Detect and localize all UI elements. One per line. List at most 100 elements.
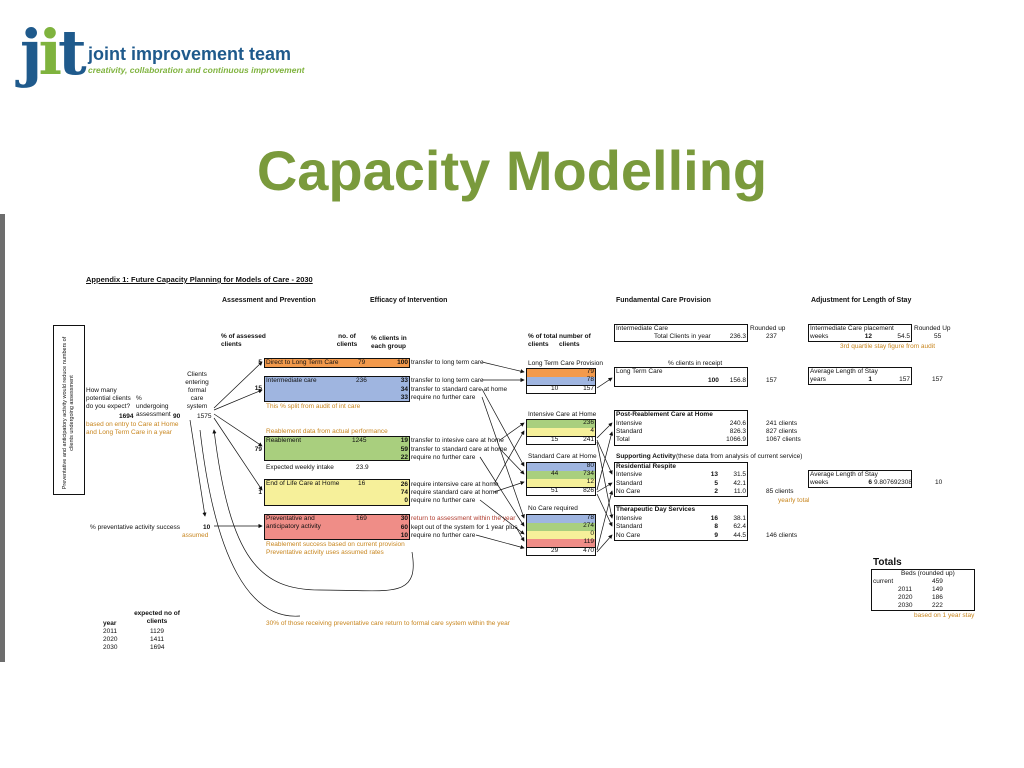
g3-r2-text: require no further care [411,497,476,504]
g3-r1-text: require standard care at home [411,489,499,496]
proj-row-1-val: 1411 [150,636,164,643]
g4-r2-pct: 10 [400,532,408,539]
avg-years: 1 [868,376,872,383]
g1-box [264,376,410,402]
g2-box [264,436,410,461]
prc-title: Post-Reablement Care at Home [616,411,713,418]
rr-row-0-n: 13 [710,471,718,478]
scah-cell-yellow [527,479,595,487]
scah-v1: 80 [586,462,594,469]
prc-row-0-out: 241 clients [766,420,798,427]
g2-r1-text: transfer to standard care at home [411,446,508,453]
scah-v2pct: 44 [551,470,559,477]
g4-r1-text: kept out of the system for 1 year plus [411,524,518,531]
ltc-fund-val: 156.8 [729,377,746,384]
arrow-g4-none [475,534,525,550]
ncr-v4: 119 [583,538,594,545]
icp-box [808,324,912,342]
icah-num: 241 [583,436,594,443]
tds-row-0-label: Intensive [616,515,643,522]
avg-years-label: years [810,376,826,383]
g4-name: Preventative and anticipatory activity [266,515,321,530]
ic-box [614,324,748,342]
icp-rounded: 55 [934,333,942,340]
pct-receipt: % clients in receipt [668,360,723,367]
rr-row-1-n: 5 [714,480,718,487]
ltc-cell-blue [527,377,595,385]
ltc-fund-rounded: 157 [766,377,777,384]
tds-row-1-val: 62.4 [733,523,746,530]
scah-total-line [527,487,595,488]
scah-cell-green [527,471,595,479]
logo-tagline: creativity, collaboration and continuous… [88,65,305,75]
icp-rounded-head: Rounded Up [914,325,951,332]
entering-label: Clients entering formal care system [185,371,209,410]
undergoing-label: % undergoing assessment [136,395,171,418]
scah-label: Standard Care at Home [528,453,597,460]
avg2-box [808,470,912,488]
icah-cell-yellow [527,428,595,436]
quartile-note: 3rd quartile stay figure from audit [840,343,936,350]
rr-row-0-label: Intensive [616,471,643,478]
ic-label: Intermediate Care [616,325,669,332]
avg-label: Average Length of Stay [810,368,878,375]
ncr-cell-yellow [527,531,595,539]
tds-row-1-n: 8 [714,523,718,530]
prc-row-2-val: 1066.9 [726,436,746,443]
vertical-note-box: Preventative and anticipatory activity w… [53,325,85,495]
ncr-num: 470 [583,547,594,554]
prc-row-1-val: 826.3 [729,428,746,435]
g3-name: End of Life Care at Home [266,480,340,487]
icah-v1: 236 [583,419,594,426]
g1-r1-text: transfer to standard care at home [411,386,508,393]
totals-row-2-label: 2020 [898,594,913,601]
prc-row-1-out: 827 clients [766,428,798,435]
g2-note-above: Reablement data from actual performance [266,428,388,435]
arrow-g3-std [493,481,525,493]
rr-row-1-label: Standard [616,480,643,487]
rr-row-1-val: 42.1 [733,480,746,487]
arrow-mid-int-tds [596,441,614,519]
rr-out: 85 clients [766,488,794,495]
head-pct-each: % clients in each group [371,335,407,350]
tds-out: 146 clients [766,532,798,539]
g4-r1-pct: 60 [400,524,408,531]
ltc-v2: 78 [586,376,594,383]
totals-row-3-val: 222 [932,602,943,609]
g0-r0-text: transfer to long term care [411,359,484,366]
section-assessment: Assessment and Prevention [222,297,316,304]
g3-r1-pct: 74 [400,489,408,496]
arrow-g2-std [499,448,525,475]
ic-total-label: Total Clients in year [654,333,711,340]
prc-row-2-label: Total [616,436,630,443]
diagram-title: Appendix 1: Future Capacity Planning for… [86,275,313,284]
avg2-val: 9.807692308 [874,479,912,486]
avg2-weeks-label: weeks [810,479,829,486]
g2-pct: 79 [254,446,262,453]
support-title: Supporting Activity [616,453,676,460]
scah-cell-blue [527,463,595,471]
g2-weekly-val: 23.9 [356,464,369,471]
arrow-mid-ltc [596,377,613,389]
arrow-g2-none [479,456,525,527]
g1-pct: 15 [254,385,262,392]
rr-row-2-n: 2 [714,488,718,495]
g2-name: Reablement [266,437,302,444]
icp-weeks-label: weeks [810,333,829,340]
arrow-prev-to-entering [189,419,207,517]
g2-r0-text: transfer to intesive care at home [411,437,504,444]
icah-cell-green [527,420,595,428]
arrow-g1-none [481,396,525,519]
icah-label: Intensive Care at Home [528,411,597,418]
g2-weekly-label: Expected weekly intake [266,464,334,471]
g1-r2-pct: 33 [400,394,408,401]
arrow-mid-std-rr [596,482,613,493]
ncr-cell-blue [527,515,595,523]
proj-row-0-val: 1129 [150,628,164,635]
avg2-out: 10 [935,479,943,486]
g1-r2-text: require no further care [411,394,476,401]
proj-row-2-year: 2030 [103,644,118,651]
prc-row-1-label: Standard [616,428,643,435]
left-edge-bar [0,214,5,662]
